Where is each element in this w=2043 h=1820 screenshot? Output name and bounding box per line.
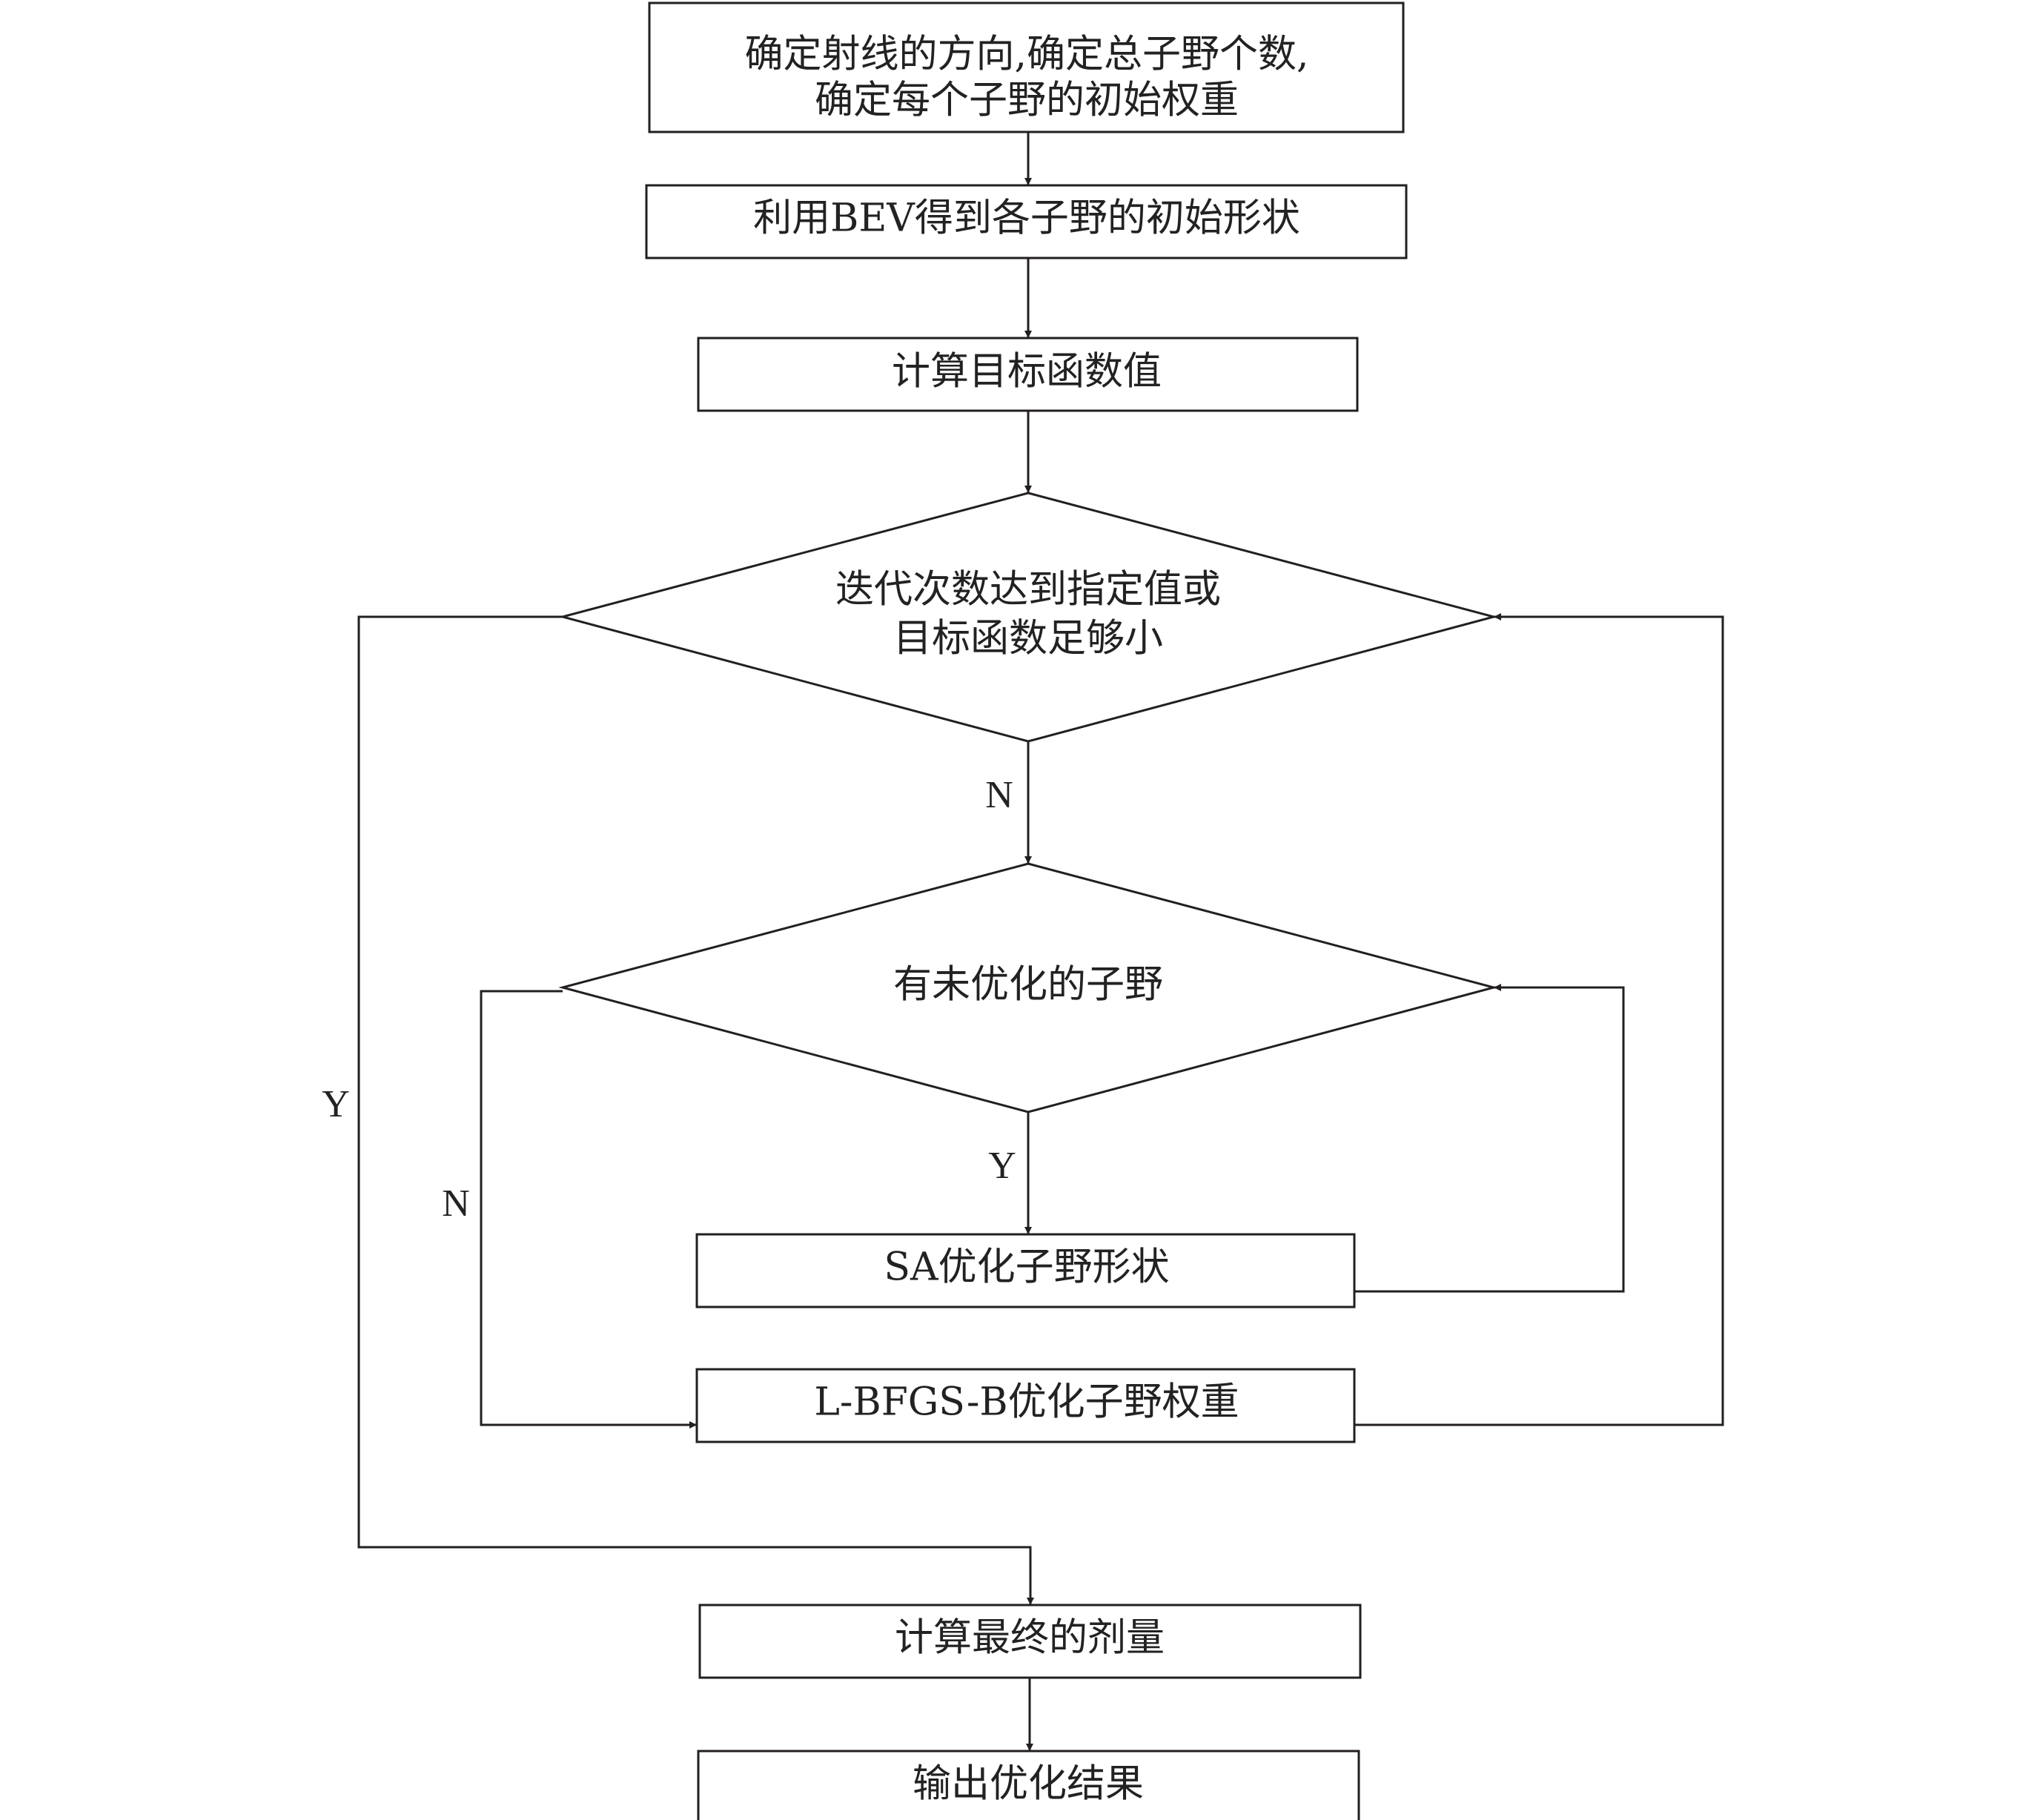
- node-sa-optimize: SA优化子野形状: [695, 1233, 1356, 1308]
- node-init-params-line1: 确定射线的方向,确定总子野个数,: [744, 33, 1308, 77]
- node-calc-objective: 计算目标函数值: [697, 337, 1359, 412]
- edge-check-no-to-lbfgsb: [480, 990, 697, 1429]
- edge-label-stop-no: N: [985, 774, 1013, 816]
- node-sa-optimize-label: SA优化子野形状: [884, 1245, 1169, 1290]
- node-unoptimized-check-label: 有未优化的子野: [893, 963, 1163, 1007]
- node-bev-shape: 利用BEV得到各子野的初始形状: [645, 184, 1408, 259]
- edge-label-check-yes: Y: [988, 1145, 1016, 1187]
- node-init-params: 确定射线的方向,确定总子野个数, 确定每个子野的初始权重: [648, 1, 1405, 133]
- node-final-dose-label: 计算最终的剂量: [895, 1616, 1165, 1661]
- node-lbfgsb-optimize: L-BFGS-B优化子野权重: [695, 1368, 1356, 1443]
- node-stop-condition-line2: 目标函数足够小: [893, 617, 1163, 661]
- node-stop-condition-line1: 迭代次数达到指定值或: [835, 568, 1221, 612]
- node-init-params-line2: 确定每个子野的初始权重: [815, 79, 1239, 123]
- node-bev-shape-label: 利用BEV得到各子野的初始形状: [753, 196, 1300, 241]
- edge-label-check-no: N: [442, 1182, 470, 1225]
- node-final-dose: 计算最终的剂量: [698, 1604, 1362, 1679]
- node-unoptimized-check: 有未优化的子野: [558, 862, 1498, 1113]
- node-output-result-label: 输出优化结果: [913, 1762, 1144, 1807]
- node-stop-condition: 迭代次数达到指定值或 目标函数足够小: [558, 492, 1498, 743]
- edge-stop-yes-to-final: [357, 615, 1034, 1605]
- edge-label-stop-yes: Y: [322, 1083, 350, 1125]
- edge-lbfgsb-back-to-stop: [1354, 613, 1724, 1426]
- node-calc-objective-label: 计算目标函数值: [892, 350, 1162, 394]
- node-output-result: 输出优化结果: [697, 1750, 1360, 1820]
- node-lbfgsb-optimize-label: L-BFGS-B优化子野权重: [814, 1380, 1239, 1425]
- edge-sa-back-to-check: [1354, 984, 1625, 1293]
